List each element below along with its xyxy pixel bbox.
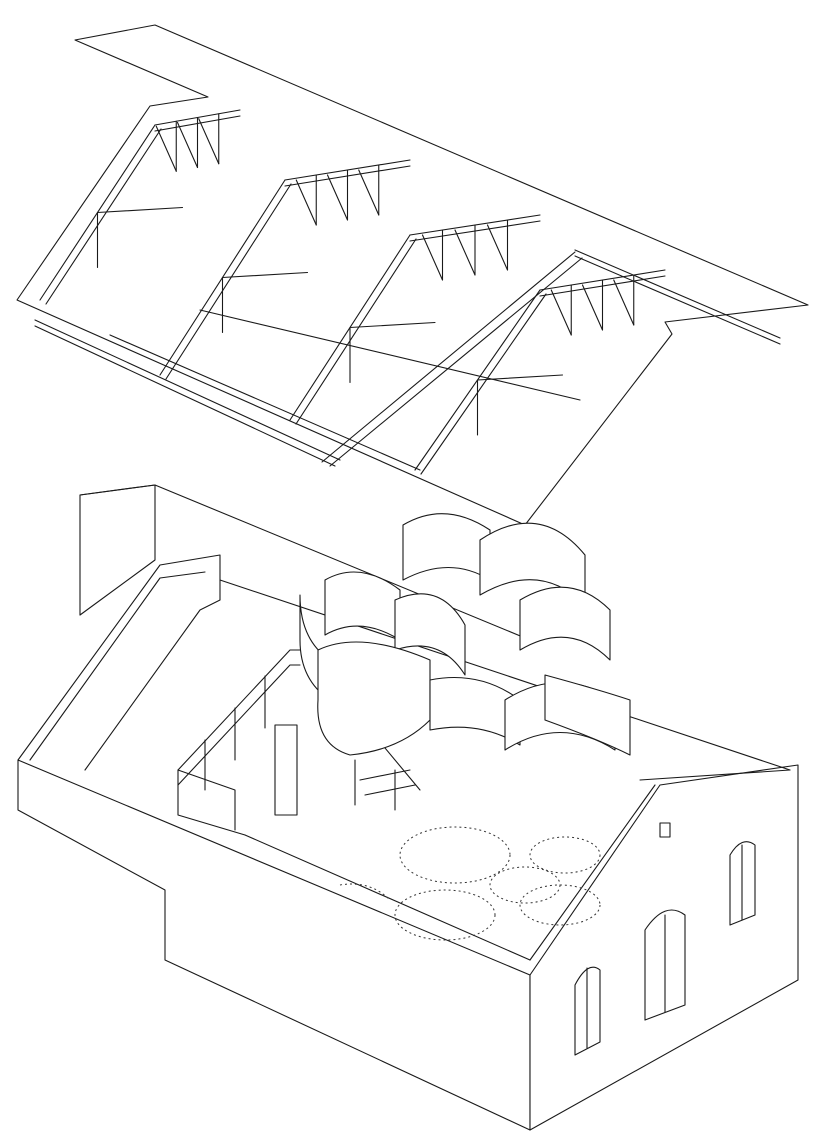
truss-web	[198, 118, 220, 165]
dotted-circle	[394, 889, 496, 941]
truss-rafter	[295, 238, 417, 425]
truss-tie	[476, 374, 564, 381]
truss-web	[581, 284, 604, 331]
truss-web	[613, 279, 635, 326]
truss-web	[358, 169, 380, 216]
front-left-wall	[17, 759, 531, 1131]
back-wall-top	[219, 579, 791, 771]
curved-wall	[394, 593, 466, 676]
truss-tie	[349, 321, 436, 329]
roof-truss	[159, 159, 411, 380]
dotted-circle	[399, 826, 511, 884]
purlin	[109, 334, 421, 471]
dotted-arc	[339, 883, 391, 901]
left-wing-top	[79, 484, 531, 641]
floor-edge-back	[639, 769, 791, 781]
roof-truss	[289, 214, 541, 425]
eave-beam-lower	[34, 325, 336, 467]
railing	[177, 769, 236, 831]
floor-edge-right	[529, 784, 656, 961]
curved-wall	[544, 674, 631, 756]
curved-wall	[429, 677, 521, 746]
curved-wall	[402, 513, 491, 581]
roof-outline	[16, 24, 809, 526]
building-shell	[17, 484, 799, 1131]
ridge-beam-right	[574, 249, 781, 339]
staircase	[177, 649, 421, 836]
truss-rafter	[165, 183, 292, 380]
curved-wall-installation	[299, 513, 631, 756]
roof-trusses	[39, 109, 666, 475]
truss-web	[155, 125, 177, 172]
railing-post	[177, 769, 246, 836]
left-wing-wall	[79, 484, 156, 616]
truss-web	[295, 179, 317, 226]
truss-tie	[221, 271, 309, 279]
ridge-beam	[321, 251, 576, 463]
truss-web	[326, 174, 349, 221]
interior-door	[274, 724, 298, 816]
roof-truss	[39, 109, 241, 305]
dotted-circle	[489, 866, 561, 904]
roof-truss	[414, 269, 666, 475]
truss-web	[176, 121, 199, 169]
inner-back-wall	[84, 599, 221, 771]
roof-plane	[16, 24, 809, 526]
floor-outline-dotted	[339, 826, 601, 941]
truss-web	[486, 224, 509, 271]
stair-treads	[349, 699, 421, 811]
inner-wall-edge	[29, 571, 206, 761]
truss-tie	[96, 206, 184, 214]
small-window	[659, 822, 671, 838]
railing	[177, 649, 301, 771]
truss-rafter	[45, 128, 162, 305]
purlin	[199, 309, 581, 401]
truss-rafter	[420, 293, 547, 475]
curved-wall	[324, 571, 401, 641]
ridge-beam-lower	[329, 257, 583, 467]
truss-web	[550, 289, 572, 336]
left-parapet	[17, 554, 221, 761]
curved-wall	[519, 586, 611, 661]
truss-web	[421, 234, 444, 281]
dotted-circle	[529, 836, 601, 874]
eave-beam	[34, 319, 341, 461]
dotted-circle	[519, 884, 601, 926]
curved-wall	[317, 641, 431, 756]
railing	[177, 664, 301, 786]
truss-web	[454, 229, 476, 276]
ridge-beam-right-lower	[574, 255, 781, 345]
